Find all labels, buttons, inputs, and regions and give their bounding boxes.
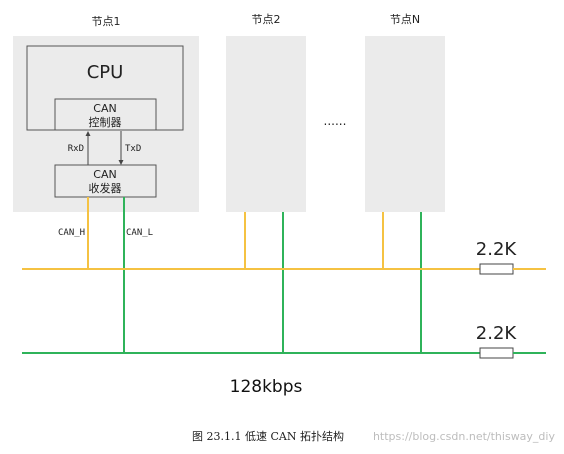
rxd-label: RxD	[68, 144, 84, 154]
nodes-ellipsis: ......	[324, 114, 347, 128]
txd-label: TxD	[125, 144, 141, 154]
cpu-label: CPU	[87, 62, 124, 83]
can-l-label: CAN_L	[126, 228, 153, 238]
nodeN-panel	[365, 36, 445, 212]
can-l-resistor	[479, 347, 514, 359]
watermark: https://blog.csdn.net/thisway_diy	[373, 430, 556, 443]
node2-title: 节点2	[252, 13, 281, 26]
can-h-resistor	[479, 263, 514, 275]
figure-caption: 图 23.1.1 低速 CAN 拓扑结构	[192, 429, 344, 443]
can-h-label: CAN_H	[58, 228, 85, 238]
can-controller-box	[54, 98, 157, 131]
rxd-arrowhead	[85, 131, 91, 136]
nodeN-title: 节点N	[390, 13, 420, 26]
can-l-resistor-label: 2.2K	[476, 323, 518, 344]
node1-panel	[13, 36, 199, 212]
can-controller-line2: 控制器	[89, 115, 122, 129]
can-controller-line1: CAN	[93, 102, 116, 115]
can-h-resistor-label: 2.2K	[476, 239, 518, 260]
can-transceiver-line2: 收发器	[89, 181, 122, 195]
node1-title: 节点1	[92, 15, 121, 28]
bus-speed-label: 128kbps	[230, 377, 303, 397]
can-transceiver-box	[54, 164, 157, 198]
can-transceiver-line1: CAN	[93, 168, 116, 181]
node2-panel	[226, 36, 306, 212]
txd-arrowhead	[118, 160, 124, 165]
